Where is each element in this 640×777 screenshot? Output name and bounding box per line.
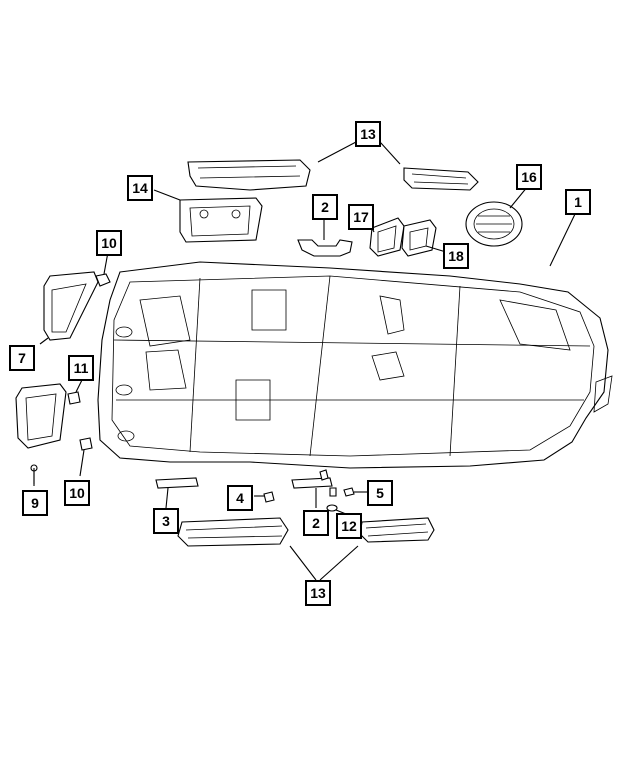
callout-2-top: 2	[312, 194, 338, 220]
rail-trim-upper-left	[187, 159, 311, 191]
callout-7: 7	[9, 345, 35, 371]
callout-3: 3	[153, 508, 179, 534]
overhead-console-bracket	[179, 197, 263, 243]
callout-12: 12	[336, 513, 362, 539]
callout-10-bottom: 10	[64, 480, 90, 506]
rail-trim-lower-right	[359, 517, 435, 543]
callout-2-bottom: 2	[303, 510, 329, 536]
washer	[326, 504, 338, 512]
sun-visor-lower	[15, 383, 67, 449]
callout-18: 18	[443, 243, 469, 269]
clip-mid	[67, 391, 81, 405]
clip-upper	[95, 273, 111, 287]
callout-14: 14	[127, 175, 153, 201]
grab-handle-lower-right	[291, 469, 337, 497]
callout-16: 16	[516, 164, 542, 190]
clip-5	[343, 487, 355, 497]
dome-lamp	[369, 217, 405, 257]
grab-handle-upper	[297, 239, 353, 257]
callout-10-top: 10	[96, 230, 122, 256]
rail-trim-lower-left	[177, 517, 289, 547]
roof-speaker	[465, 201, 523, 247]
callout-1: 1	[565, 189, 591, 215]
callout-11: 11	[68, 355, 94, 381]
callout-13-top: 13	[355, 121, 381, 147]
reading-lamp	[401, 219, 437, 257]
grab-handle-lower-left	[155, 477, 199, 489]
callout-9: 9	[22, 490, 48, 516]
callout-13-bottom: 13	[305, 580, 331, 606]
callout-5: 5	[367, 480, 393, 506]
clip-lower	[79, 437, 93, 451]
rail-trim-upper-right	[403, 167, 479, 191]
callout-17: 17	[348, 204, 374, 230]
headliner-panel	[97, 261, 613, 469]
sun-visor-upper	[43, 271, 99, 341]
clip-small	[263, 491, 275, 503]
callout-4: 4	[227, 485, 253, 511]
